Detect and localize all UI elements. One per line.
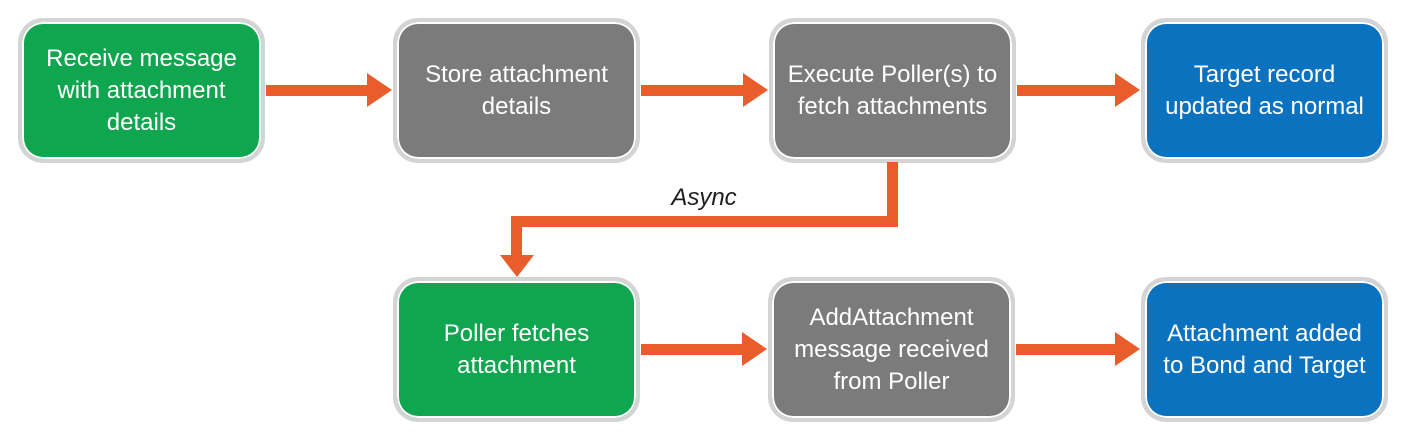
node-target-updated: Target record updated as normal — [1141, 18, 1388, 163]
arrowhead-down-icon — [500, 255, 534, 277]
node-label: Attachment added to Bond and Target — [1163, 319, 1366, 379]
arrow-execute-to-target — [1017, 73, 1140, 107]
node-label: Receive message with attachment details — [46, 44, 237, 136]
arrowhead-right-icon — [367, 73, 392, 107]
arrow-shaft — [641, 85, 745, 96]
async-edge-label: Async — [671, 184, 737, 211]
arrow-poller-to-addattachment — [641, 332, 767, 366]
arrowhead-right-icon — [1115, 332, 1140, 366]
node-attachment-added: Attachment added to Bond and Target — [1141, 277, 1388, 422]
arrow-receive-to-store — [266, 73, 392, 107]
node-label: Store attachment details — [425, 60, 608, 120]
elbow-connector-drop-segment — [887, 162, 898, 227]
elbow-connector-horizontal-segment — [511, 216, 898, 227]
arrowhead-right-icon — [742, 332, 767, 366]
arrow-store-to-execute — [641, 73, 768, 107]
arrow-addattachment-to-added — [1016, 332, 1140, 366]
node-label: Target record updated as normal — [1165, 60, 1364, 120]
node-execute-pollers: Execute Poller(s) to fetch attachments — [769, 18, 1016, 163]
arrowhead-right-icon — [743, 73, 768, 107]
node-receive-message: Receive message with attachment details — [18, 18, 265, 163]
arrow-shaft — [266, 85, 369, 96]
arrow-shaft — [641, 344, 744, 355]
node-label: AddAttachment message received from Poll… — [794, 303, 989, 395]
elbow-connector-down-segment — [511, 216, 522, 256]
arrow-shaft — [1017, 85, 1117, 96]
node-poller-fetches: Poller fetches attachment — [393, 277, 640, 422]
node-label: Poller fetches attachment — [443, 319, 590, 379]
arrowhead-right-icon — [1115, 73, 1140, 107]
node-store-details: Store attachment details — [393, 18, 640, 163]
node-addattachment-received: AddAttachment message received from Poll… — [768, 277, 1015, 422]
arrow-shaft — [1016, 344, 1117, 355]
node-label: Execute Poller(s) to fetch attachments — [787, 60, 998, 120]
